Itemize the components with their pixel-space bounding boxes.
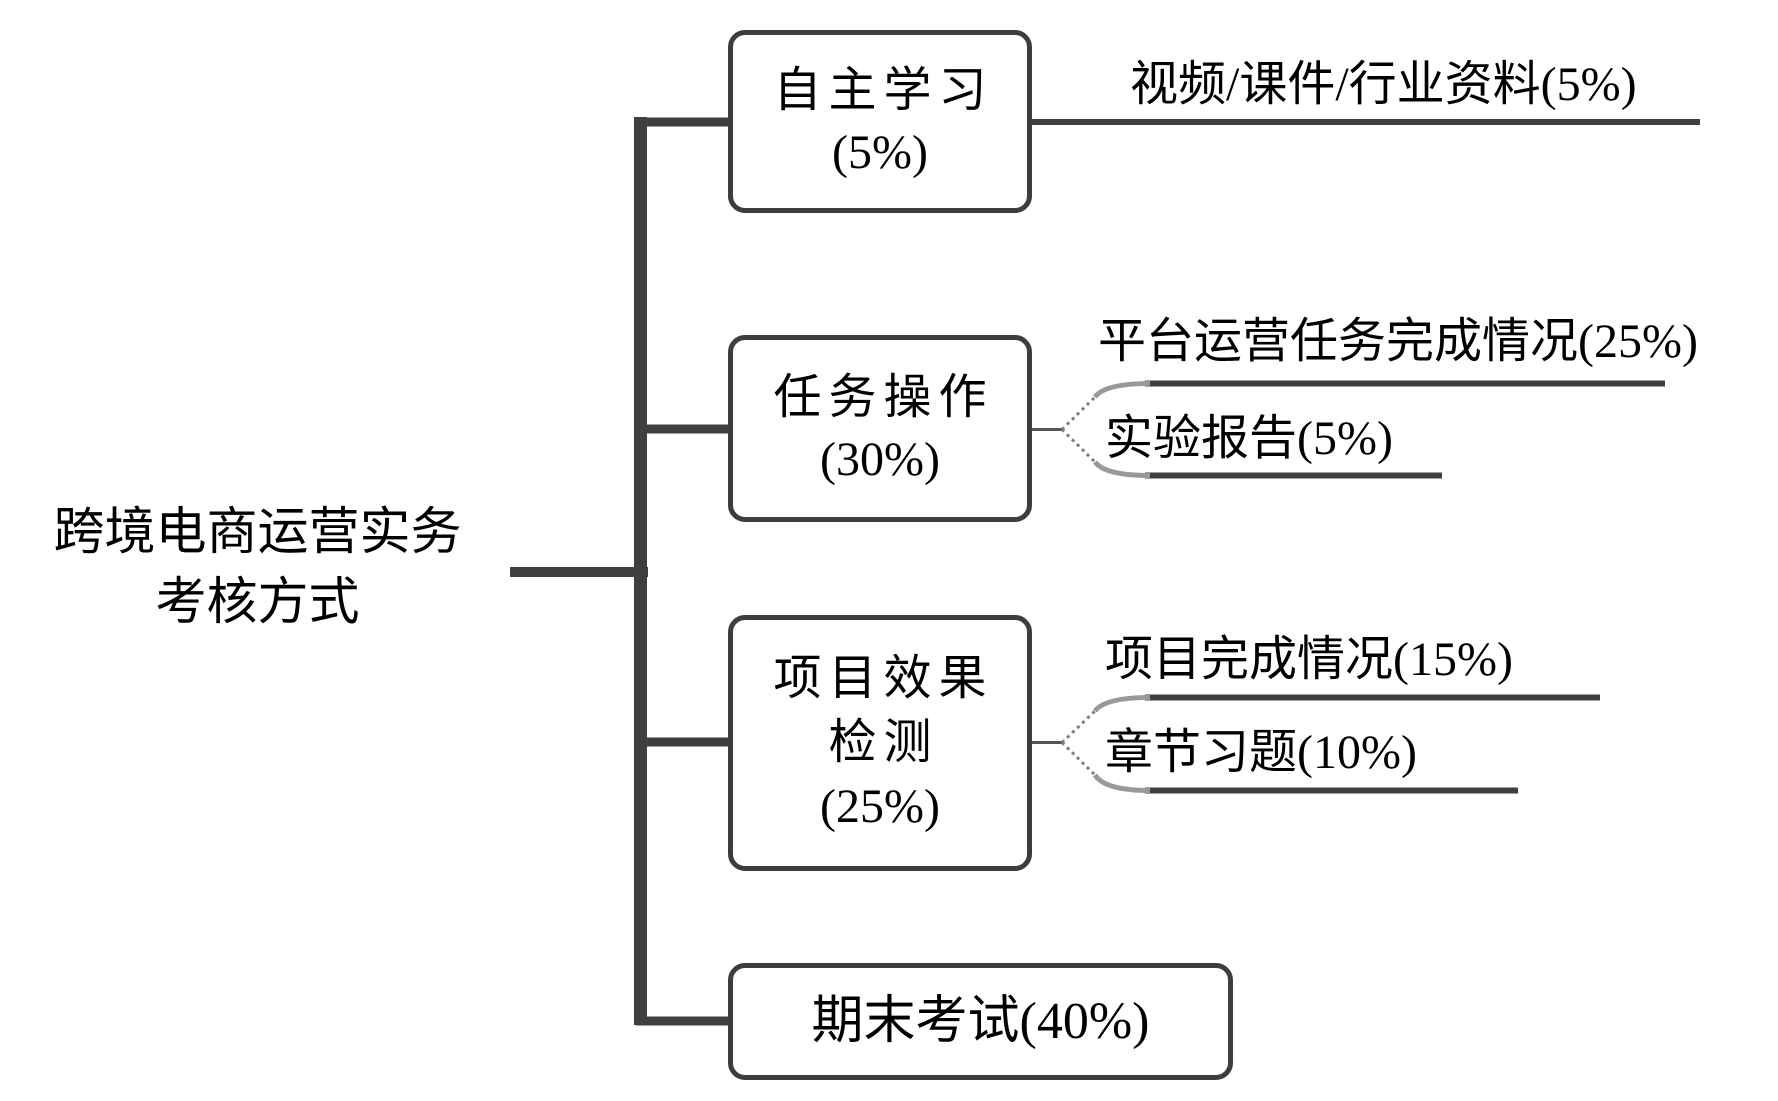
branch-weight: (25%) xyxy=(820,780,940,833)
branch-title: 期末考试(40%) xyxy=(811,992,1150,1050)
branch-weight: (5%) xyxy=(832,125,928,179)
leaf-project-completion: 项目完成情况(15%) xyxy=(1105,633,1513,686)
leaf-chapter-exercises: 章节习题(10%) xyxy=(1105,726,1417,779)
leaf-video-materials: 视频/课件/行业资料(5%) xyxy=(1130,58,1637,111)
leaf-experiment-report: 实验报告(5%) xyxy=(1105,412,1393,465)
branch-box-final-exam: 期末考试(40%) xyxy=(728,963,1233,1080)
fork-upper-curve-task-operation xyxy=(1092,381,1151,399)
branch-title: 项目效果 xyxy=(773,652,994,705)
fork-upper-dotted-task-operation xyxy=(1060,395,1097,431)
root-node: 跨境电商运营实务 考核方式 xyxy=(0,498,515,638)
root-label-line2: 考核方式 xyxy=(155,575,360,631)
fork-upper-curve-project-effect xyxy=(1092,695,1151,713)
fork-lower-dotted-project-effect xyxy=(1060,741,1097,777)
branch-box-project-effect: 项目效果 检测 (25%) xyxy=(728,615,1032,871)
fork-lower-curve-task-operation xyxy=(1092,460,1151,478)
branch-box-task-operation: 任务操作 (30%) xyxy=(728,335,1032,522)
fork-lower-dotted-task-operation xyxy=(1060,428,1097,464)
leaf-platform-tasks: 平台运营任务完成情况(25%) xyxy=(1098,315,1698,368)
branch-title: 自主学习 xyxy=(773,63,994,117)
branch-box-self-study: 自主学习 (5%) xyxy=(728,30,1032,213)
fork-lower-curve-project-effect xyxy=(1092,773,1151,793)
branch-title: 任务操作 xyxy=(773,370,994,424)
root-label-line1: 跨境电商运营实务 xyxy=(53,505,462,561)
branch-weight: (30%) xyxy=(820,432,940,486)
fork-upper-dotted-project-effect xyxy=(1060,709,1097,744)
branch-title-line2: 检测 xyxy=(828,716,939,769)
